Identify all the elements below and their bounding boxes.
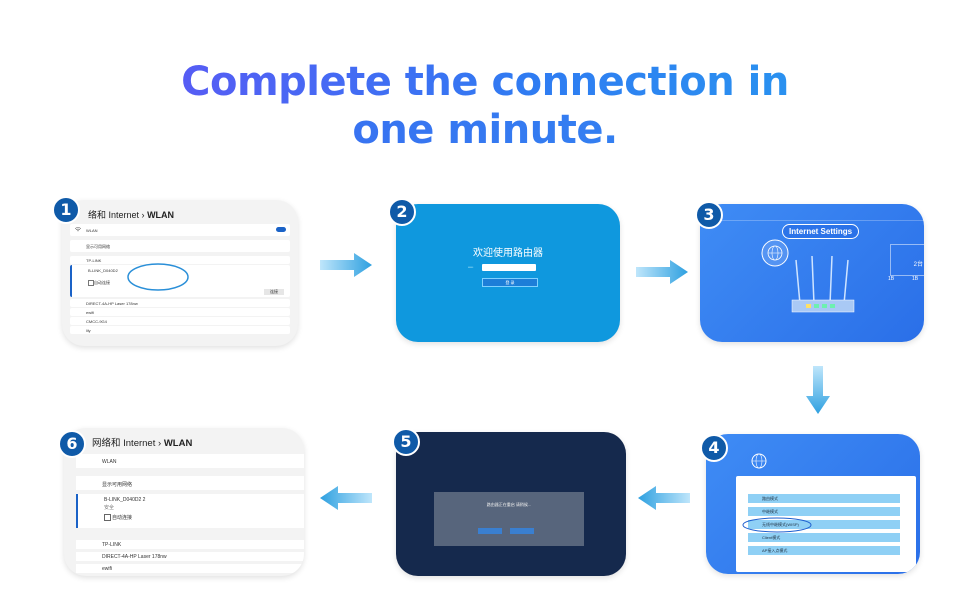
internet-settings-pill[interactable]: Internet Settings — [782, 224, 860, 239]
settings-title: 络和 Internet › WLAN — [88, 210, 175, 220]
step-badge-6: 6 — [58, 430, 86, 458]
mode-option-router[interactable]: 路由模式 — [748, 494, 900, 503]
wlan-toggle[interactable] — [276, 227, 286, 232]
arrow-left-2 — [320, 486, 372, 510]
password-label: ••••• — [468, 265, 474, 269]
wlan-row[interactable]: WLAN — [76, 454, 304, 468]
auto-connect-checkbox[interactable] — [88, 280, 94, 286]
network-cmcc[interactable]: CMCC-9G4 — [70, 317, 290, 325]
step-badge-5: 5 — [392, 428, 420, 456]
mode-panel: 路由模式 中继模式 无线中继模式(WISP) Client模式 AP接入点模式 — [736, 476, 916, 572]
connect-button[interactable]: 连接 — [264, 289, 284, 295]
headline-line-1: Complete the connection in — [0, 58, 970, 106]
auto-connect-checkbox[interactable] — [104, 514, 111, 521]
reboot-text: 路由器正在重启 请稍候... — [486, 502, 532, 507]
mode-option-wisp[interactable]: 无线中继模式(WISP) — [748, 520, 900, 529]
network-hp[interactable]: DIRECT-4A-HP Laser 178nw — [70, 299, 290, 307]
mode-option-client[interactable]: Client模式 — [748, 533, 900, 542]
wifi-icon — [75, 227, 81, 232]
welcome-text: 欢迎使用路由器 — [473, 248, 543, 259]
step-card-6: 网络和 Internet › WLAN WLAN 显示可用网络 B-LINK_D… — [64, 428, 304, 576]
step-card-2: 欢迎使用路由器 ••••• 登 录 — [396, 204, 620, 342]
arrow-left-1 — [638, 486, 690, 510]
step-card-5: 路由器正在重启 请稍候... — [396, 432, 626, 576]
step-card-4: 路由模式 中继模式 无线中继模式(WISP) Client模式 AP接入点模式 — [706, 434, 920, 574]
headline: Complete the connection in one minute. — [0, 58, 970, 154]
network-lily[interactable]: lily — [70, 326, 290, 334]
network-blink[interactable]: B-LINK_D040D2 自动连接 连接 — [70, 265, 290, 297]
wlan-toggle-row[interactable]: WLAN — [70, 224, 290, 236]
highlight-ellipse — [127, 263, 189, 291]
step-card-3: Internet Settings 2台 1B 1B — [700, 204, 924, 342]
step-badge-4: 4 — [700, 434, 728, 462]
network-ewifi[interactable]: ewifi — [76, 564, 304, 573]
globe-icon — [751, 453, 767, 469]
router-illustration — [791, 255, 855, 313]
step-card-1: 络和 Internet › WLAN WLAN 显示可用网络 TP-LINK B… — [62, 200, 298, 346]
login-button[interactable]: 登 录 — [482, 278, 538, 287]
device-panel: 2台 — [890, 244, 924, 276]
show-networks-row[interactable]: 显示可用网络 — [76, 476, 304, 490]
network-tplink[interactable]: TP-LINK — [76, 540, 304, 549]
modal-button-1[interactable] — [478, 528, 502, 534]
globe-icon[interactable] — [760, 238, 790, 268]
step-badge-3: 3 — [695, 201, 723, 229]
network-hp[interactable]: DIRECT-4A-HP Laser 178nw — [76, 552, 304, 561]
step-badge-1: 1 — [52, 196, 80, 224]
password-input[interactable] — [482, 264, 536, 271]
network-tplink[interactable]: TP-LINK — [70, 256, 290, 264]
headline-line-2: one minute. — [0, 106, 970, 154]
arrow-right-2 — [636, 260, 688, 284]
reboot-modal: 路由器正在重启 请稍候... — [434, 492, 584, 546]
stat-value-1: 1B — [888, 276, 895, 282]
stat-value-2: 1B — [912, 276, 919, 282]
modal-button-2[interactable] — [510, 528, 534, 534]
arrow-down — [806, 366, 830, 414]
mode-option-ap[interactable]: AP接入点模式 — [748, 546, 900, 555]
top-nav — [700, 204, 924, 221]
mode-option-repeater[interactable]: 中继模式 — [748, 507, 900, 516]
network-blink[interactable]: B-LINK_D040D2 2 安全 自动连接 — [76, 494, 304, 528]
highlight-ellipse — [742, 517, 812, 533]
network-ewifi[interactable]: ewifi — [70, 308, 290, 316]
step-badge-2: 2 — [388, 198, 416, 226]
show-networks-row[interactable]: 显示可用网络 — [70, 240, 290, 252]
arrow-right-1 — [320, 253, 372, 277]
settings-title: 网络和 Internet › WLAN — [92, 438, 193, 449]
